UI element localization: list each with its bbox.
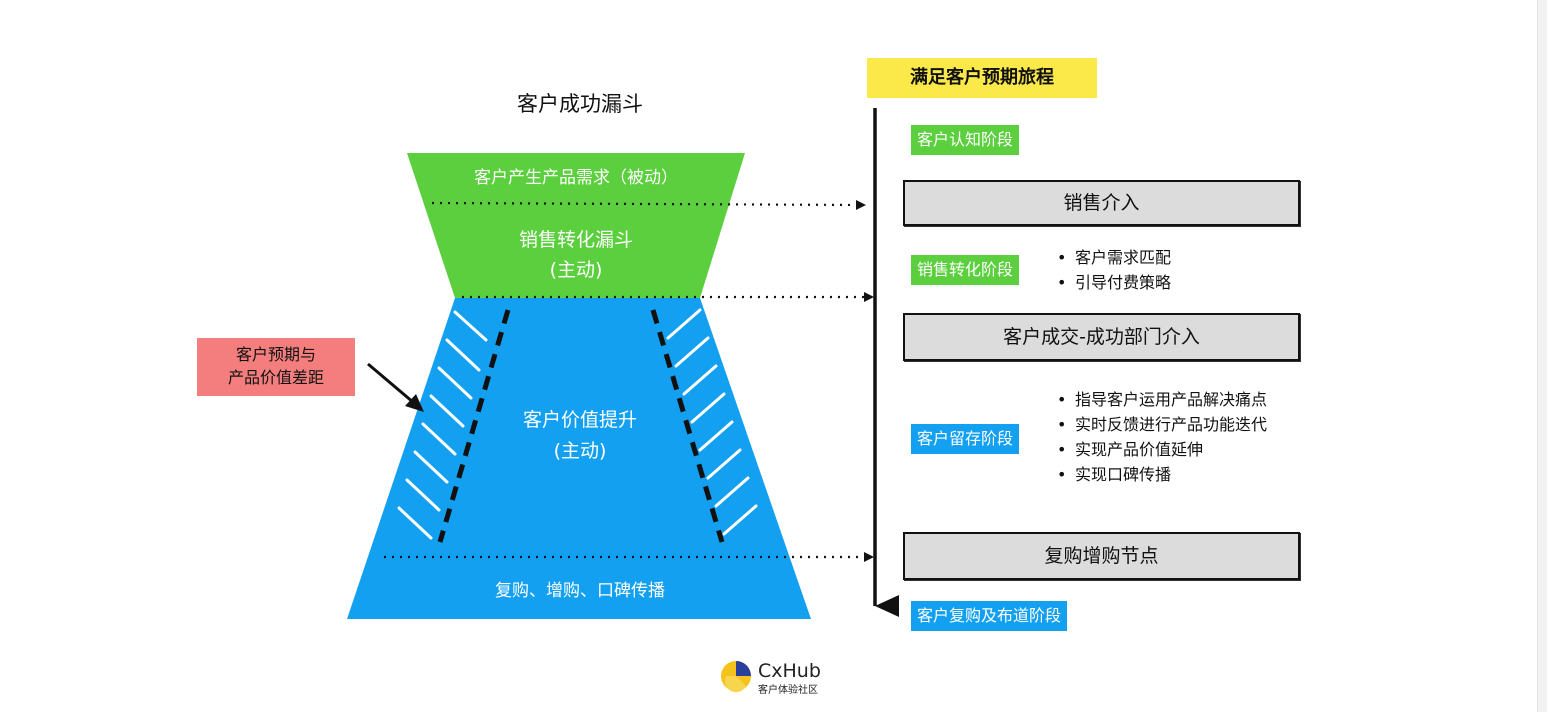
right-gap-boundary [650, 309, 725, 543]
value-funnel-shape [347, 298, 811, 619]
phase-repurchase: 客户复购及布道阶段 [911, 601, 1068, 631]
sales-funnel-label: 销售转化漏斗 (主动) [407, 225, 745, 285]
funnel-title: 客户成功漏斗 [517, 92, 643, 116]
gap-pointer-arrowhead [405, 394, 424, 412]
list-item: 实现产品价值延伸 [1057, 437, 1267, 462]
conversion-bullet-list: 客户需求匹配 引导付费策略 [1057, 245, 1171, 295]
right-hatching [666, 308, 758, 536]
value-stage-note: (主动) [553, 440, 607, 462]
left-gap-boundary [437, 309, 511, 543]
gap-label-line1: 客户预期与 [235, 345, 316, 364]
scrollbar[interactable] [1537, 0, 1547, 712]
journey-title: 满足客户预期旅程 [867, 58, 1097, 98]
sales-funnel-shape [407, 153, 745, 298]
logo-tagline: 客户体验社区 [758, 685, 818, 696]
list-item: 指导客户运用产品解决痛点 [1057, 387, 1267, 412]
list-item: 实现口碑传播 [1057, 462, 1267, 487]
node-repurchase: 复购增购节点 [903, 532, 1300, 580]
left-hatching [397, 310, 488, 540]
sales-funnel-title: 销售转化漏斗 [518, 229, 633, 251]
list-item: 引导付费策略 [1057, 270, 1171, 295]
node-deal: 客户成交-成功部门介入 [903, 313, 1300, 361]
list-item: 实时反馈进行产品功能迭代 [1057, 412, 1267, 437]
logo-name: CxHub [758, 660, 821, 682]
retention-bullet-list: 指导客户运用产品解决痛点 实时反馈进行产品功能迭代 实现产品价值延伸 实现口碑传… [1057, 387, 1267, 487]
phase-awareness: 客户认知阶段 [911, 125, 1020, 155]
phase-retention: 客户留存阶段 [911, 424, 1020, 454]
node-sales: 销售介入 [903, 180, 1300, 226]
demand-stage-label: 客户产生产品需求（被动） [474, 168, 678, 188]
value-stage-title: 客户价值提升 [522, 409, 637, 431]
phase-conversion: 销售转化阶段 [911, 255, 1020, 285]
cxhub-logo-icon [721, 661, 751, 693]
sales-funnel-note: (主动) [549, 259, 603, 281]
dotted-arrow-sales [431, 199, 866, 210]
value-stage-label: 客户价值提升 (主动) [400, 405, 760, 467]
expectation-gap-label: 客户预期与 产品价值差距 [197, 338, 355, 396]
list-item: 客户需求匹配 [1057, 245, 1171, 270]
repurchase-stage-label: 复购、增购、口碑传播 [495, 581, 665, 601]
gap-label-line2: 产品价值差距 [227, 368, 324, 387]
